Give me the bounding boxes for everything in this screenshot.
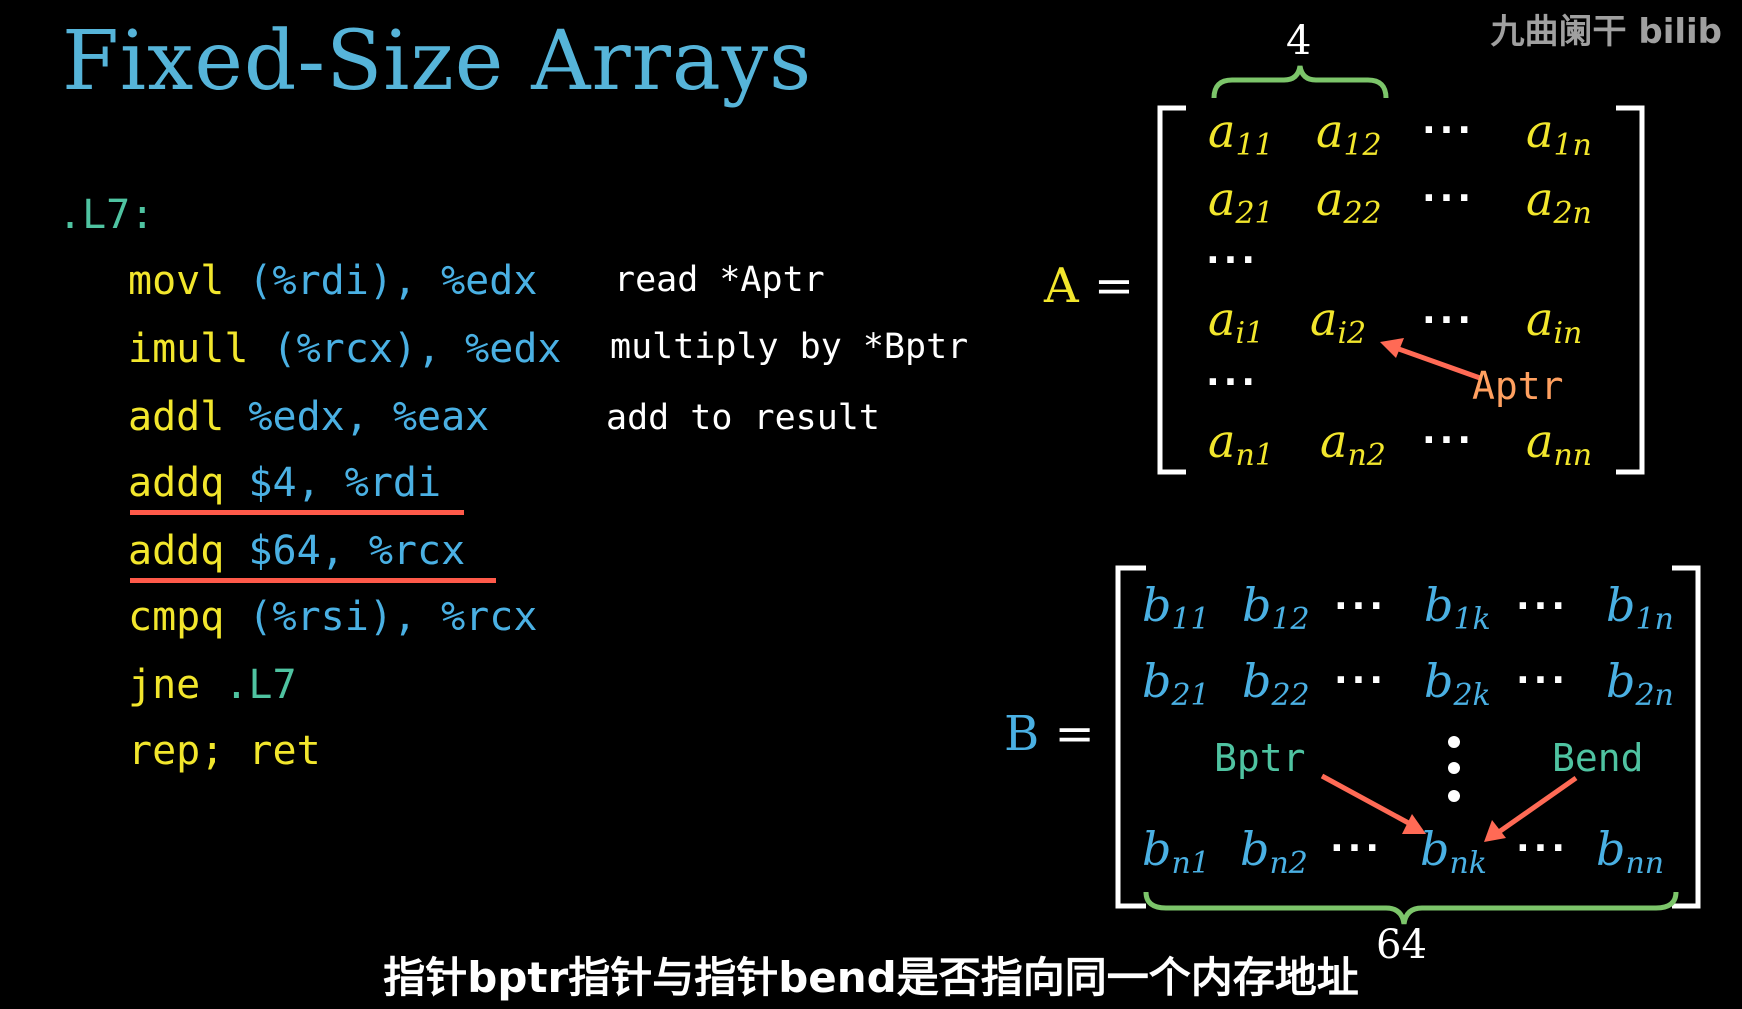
opcode: jne — [128, 662, 201, 708]
bend-arrow-head — [1484, 820, 1506, 842]
equals-sign: = — [1039, 706, 1095, 762]
matrix-b-right-bracket — [1672, 565, 1701, 909]
row-dots: ··· — [1422, 300, 1476, 341]
col-dots: ··· — [1206, 362, 1260, 403]
row-dots: ··· — [1516, 586, 1570, 627]
opcode: movl — [128, 258, 225, 304]
matrix-b-brace-label: 64 — [1376, 922, 1427, 968]
vdot — [1448, 790, 1460, 802]
video-subtitle: 指针bptr指针与指针bend是否指向同一个内存地址 — [383, 953, 1359, 1002]
a22: a22 — [1316, 172, 1382, 231]
bptr-label: Bptr — [1214, 736, 1306, 780]
vdot — [1448, 762, 1460, 774]
matrix-b-letter: B — [1004, 706, 1040, 762]
aptr-arrow-head — [1380, 338, 1404, 358]
underline-addq-rcx — [130, 578, 496, 583]
code-comment-3: add to result — [606, 398, 880, 438]
row-dots: ··· — [1422, 110, 1476, 151]
opcode: cmpq — [128, 594, 225, 640]
ai2: ai2 — [1310, 292, 1367, 351]
b2n: b2n — [1606, 654, 1674, 713]
b21: b21 — [1142, 654, 1210, 713]
bend-label: Bend — [1552, 736, 1644, 780]
b12: b12 — [1242, 578, 1310, 637]
row-dots: ··· — [1516, 828, 1570, 869]
ai1: ai1 — [1208, 292, 1265, 351]
b11: b11 — [1142, 578, 1210, 637]
b2k: b2k — [1424, 654, 1491, 713]
row-dots: ··· — [1334, 660, 1388, 701]
b22: b22 — [1242, 654, 1310, 713]
code-line-3: addl %edx, %eax — [128, 394, 489, 440]
equals-sign: = — [1078, 258, 1135, 314]
b1n: b1n — [1606, 578, 1674, 637]
bn1: bn1 — [1142, 822, 1210, 881]
matrix-a-left-bracket — [1157, 105, 1186, 475]
watermark: 九曲阑干 bilib — [1490, 12, 1722, 52]
code-line-2: imull (%rcx), %edx — [128, 326, 562, 372]
slide-title: Fixed-Size Arrays — [62, 14, 813, 109]
operands: (%rsi), %rcx — [248, 594, 538, 640]
ann: ann — [1526, 414, 1593, 473]
bptr-arrow-line — [1320, 773, 1416, 829]
code-line-4: addq $4, %rdi — [128, 460, 441, 506]
an2: an2 — [1320, 414, 1386, 473]
bnk: bnk — [1420, 822, 1487, 881]
matrix-a-brace-label: 4 — [1286, 18, 1312, 64]
code-comment-1: read *Aptr — [614, 260, 825, 300]
matrix-b-brace — [1143, 891, 1679, 925]
code-line-8: rep; ret — [128, 728, 321, 774]
vdot — [1448, 736, 1460, 748]
matrix-a-right-bracket — [1616, 105, 1645, 475]
aptr-arrow-line — [1395, 345, 1481, 381]
matrix-a-brace — [1211, 65, 1389, 99]
ain: ain — [1526, 292, 1583, 351]
underline-addq-rdi — [130, 510, 464, 515]
operands: .L7 — [224, 662, 297, 708]
row-dots: ··· — [1422, 420, 1476, 461]
a21: a21 — [1208, 172, 1274, 231]
operands: $64, %rcx — [248, 528, 466, 574]
row-dots: ··· — [1334, 586, 1388, 627]
bptr-arrow-head — [1402, 814, 1426, 834]
bn2: bn2 — [1240, 822, 1308, 881]
matrix-a-letter: A — [1044, 258, 1079, 314]
bnn: bnn — [1596, 822, 1665, 881]
an1: an1 — [1208, 414, 1274, 473]
bend-arrow-line — [1494, 775, 1578, 837]
code-line-1: movl (%rdi), %edx — [128, 258, 537, 304]
b1k: b1k — [1424, 578, 1491, 637]
code-line-5: addq $64, %rcx — [128, 528, 465, 574]
operands: (%rdi), %edx — [248, 258, 538, 304]
a2n: a2n — [1526, 172, 1592, 231]
code-label: .L7: — [58, 192, 155, 238]
opcode: imull — [128, 326, 249, 372]
a11: a11 — [1208, 104, 1274, 163]
col-dots: ··· — [1206, 240, 1260, 281]
opcode: addl — [128, 394, 225, 440]
code-line-6: cmpq (%rsi), %rcx — [128, 594, 537, 640]
operands: $4, %rdi — [248, 460, 442, 506]
opcode: addq — [128, 460, 225, 506]
operands: (%rcx), %edx — [272, 326, 562, 372]
row-dots: ··· — [1330, 828, 1384, 869]
a12: a12 — [1316, 104, 1382, 163]
code-line-7: jne .L7 — [128, 662, 297, 708]
operands: %edx, %eax — [248, 394, 490, 440]
row-dots: ··· — [1422, 178, 1476, 219]
matrix-a-label: A = — [1044, 258, 1134, 314]
matrix-b-left-bracket — [1115, 565, 1146, 909]
matrix-b-label: B = — [1004, 706, 1095, 762]
row-dots: ··· — [1516, 660, 1570, 701]
a1n: a1n — [1526, 104, 1592, 163]
opcode: addq — [128, 528, 225, 574]
aptr-label: Aptr — [1472, 364, 1564, 408]
code-comment-2: multiply by *Bptr — [610, 327, 969, 367]
